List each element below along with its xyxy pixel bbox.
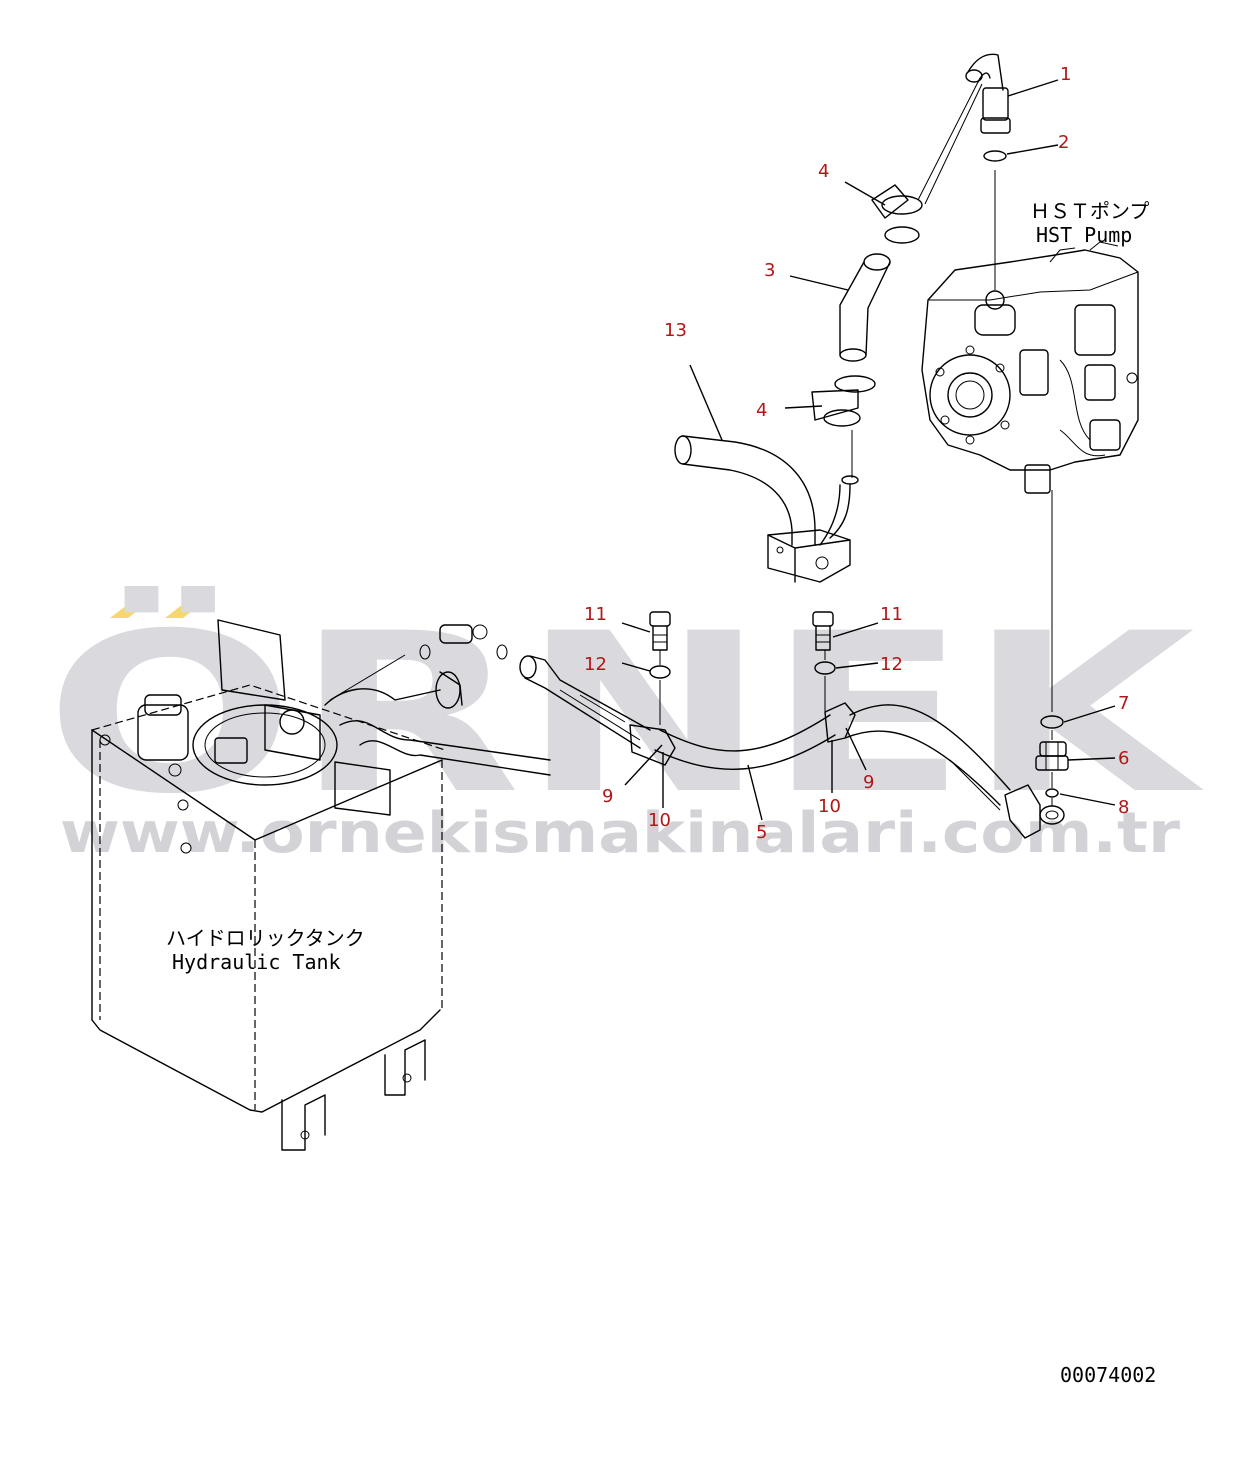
hst-pump [921,241,1139,494]
o-ring-8 [1045,788,1059,798]
callout-12-left: 12 [584,654,607,675]
washer-12-right [814,661,836,675]
watermark: ÖRNEK www.ornekismakinalari.com.tr [45,586,1205,866]
callout-numbers: 1 2 3 4 4 5 6 7 8 9 9 10 10 11 11 12 12 … [584,64,1129,843]
drawing-number: 00074002 [1060,1363,1156,1387]
callout-10-left: 10 [648,810,671,831]
hose-clamp-4-lower [811,375,876,427]
callout-4-lower: 4 [756,400,767,421]
drain-hose-5 [519,655,1065,839]
pump-label-en: HST Pump [1036,223,1132,247]
callout-13: 13 [664,320,687,341]
callout-8: 8 [1118,797,1129,818]
suction-pipe-13 [674,435,859,583]
washer-12-left [649,665,671,679]
tank-label-en: Hydraulic Tank [172,950,341,974]
adapter-6 [1035,741,1069,771]
watermark-url: www.ornekismakinalari.com.tr [60,801,1180,866]
callout-4-upper: 4 [818,161,829,182]
elbow-fitting-1 [965,53,1011,134]
pump-label-jp: ＨＳＴポンプ [1030,199,1149,223]
callout-12-right: 12 [880,654,903,675]
leader-lines [621,79,1116,821]
callout-11-left: 11 [584,604,607,625]
callout-6: 6 [1118,748,1129,769]
watermark-brand: ÖRNEK [45,586,1205,842]
tank-label-jp: ハイドロリックタンク [166,926,365,950]
callout-2: 2 [1058,132,1069,153]
o-ring-7 [1040,715,1064,729]
callout-9-right: 9 [863,772,874,793]
assembly-lines [659,81,1053,806]
hydraulic-tank [91,619,551,1151]
watermark-accent-left [110,595,158,618]
callout-3: 3 [764,260,775,281]
watermark-accent-right [165,595,213,618]
o-ring-2 [983,150,1007,162]
callout-7: 7 [1118,693,1129,714]
hose-clamp-4-upper [871,184,923,244]
callout-9-left: 9 [602,786,613,807]
component-labels: ＨＳＴポンプ HST Pump ハイドロリックタンク Hydraulic Tan… [166,199,1156,1387]
hose-3 [839,253,891,362]
bolt-11-right [812,611,834,651]
callout-10-right: 10 [818,796,841,817]
callout-1: 1 [1060,64,1071,85]
callout-11-right: 11 [880,604,903,625]
callout-5: 5 [756,822,767,843]
